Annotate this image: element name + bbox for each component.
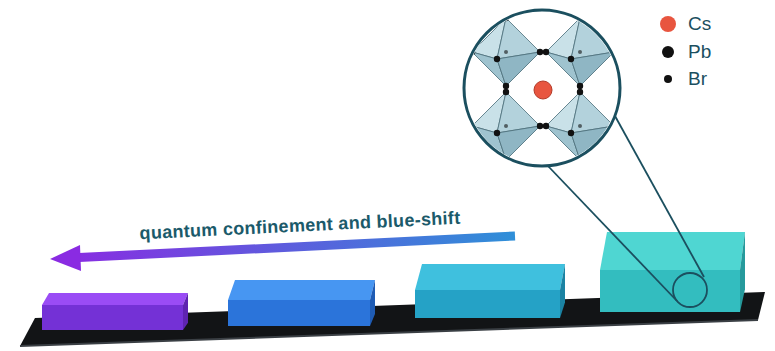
nanoplatelet	[42, 293, 188, 330]
nanoplatelet	[415, 264, 565, 318]
legend-swatch	[660, 16, 676, 32]
octahedron	[469, 15, 543, 89]
cs-atom	[534, 81, 552, 99]
legend-entry: Cs	[660, 12, 711, 36]
inset-circle	[464, 10, 620, 166]
arrowhead	[50, 245, 81, 271]
legend-label: Pb	[688, 41, 711, 63]
legend-entry: Pb	[662, 40, 711, 64]
nanoplatelets	[42, 232, 745, 330]
octahedron	[543, 15, 617, 89]
perovskite-lattice	[469, 15, 617, 163]
legend-swatch	[664, 75, 672, 83]
octahedron	[543, 89, 617, 163]
legend-label: Br	[688, 68, 707, 90]
zoom-marker	[673, 273, 707, 307]
legend-label: Cs	[688, 13, 711, 35]
octahedron	[469, 89, 543, 163]
legend-entry: Br	[664, 67, 707, 91]
legend-swatch	[662, 46, 674, 58]
nanoplatelet	[228, 280, 375, 326]
